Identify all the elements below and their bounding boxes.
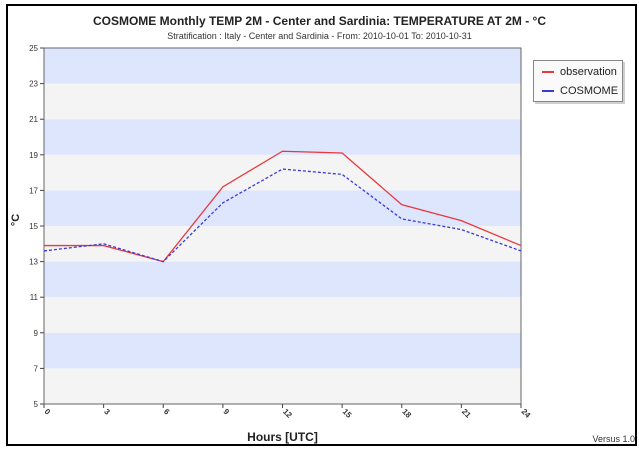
legend-label-observation: observation bbox=[560, 66, 617, 78]
grid-band bbox=[44, 368, 521, 404]
legend-swatch-cosmome bbox=[542, 90, 554, 92]
x-tick-label: 12 bbox=[281, 407, 294, 420]
y-tick-label: 25 bbox=[29, 44, 38, 53]
y-tick-label: 23 bbox=[29, 80, 38, 89]
x-tick-label: 3 bbox=[102, 407, 112, 417]
x-tick-label: 24 bbox=[520, 407, 533, 420]
x-tick-label: 15 bbox=[341, 407, 354, 420]
grid-band bbox=[44, 154, 521, 191]
legend: observation COSMOME bbox=[533, 60, 623, 102]
y-tick-label: 5 bbox=[34, 400, 39, 409]
version-label: Versus 1.0 bbox=[592, 434, 635, 444]
grid-band bbox=[44, 119, 521, 155]
grid-band bbox=[44, 261, 521, 298]
grid-band bbox=[44, 297, 521, 333]
grid-band bbox=[44, 190, 521, 226]
y-tick-label: 21 bbox=[29, 115, 38, 124]
y-tick-label: 13 bbox=[29, 258, 38, 267]
legend-item-observation: observation bbox=[534, 64, 622, 80]
x-tick-label: 6 bbox=[162, 407, 172, 417]
x-tick-label: 21 bbox=[460, 407, 473, 420]
chart-subtitle: Stratification : Italy - Center and Sard… bbox=[167, 31, 472, 41]
grid-band bbox=[44, 332, 521, 369]
y-tick-label: 7 bbox=[34, 364, 39, 373]
x-axis-label: Hours [UTC] bbox=[247, 430, 318, 444]
series-line-observation bbox=[44, 150, 522, 263]
x-tick-label: 18 bbox=[400, 407, 413, 420]
x-tick-label: 0 bbox=[43, 407, 53, 417]
y-tick-label: 11 bbox=[30, 293, 39, 302]
legend-swatch-observation bbox=[542, 71, 554, 73]
legend-label-cosmome: COSMOME bbox=[560, 85, 619, 97]
grid-band bbox=[44, 226, 521, 262]
y-axis-label: °C bbox=[10, 213, 22, 227]
y-tick-label: 9 bbox=[34, 329, 39, 338]
legend-item-cosmome: COSMOME bbox=[534, 83, 622, 99]
y-tick-label: 17 bbox=[29, 186, 38, 195]
y-tick-label: 15 bbox=[29, 222, 38, 231]
grid-band bbox=[44, 83, 521, 120]
y-tick-label: 19 bbox=[29, 151, 38, 160]
series-line-cosmome bbox=[43, 168, 522, 263]
chart-title: COSMOME Monthly TEMP 2M - Center and Sar… bbox=[92, 14, 547, 28]
grid-band bbox=[44, 48, 521, 84]
x-tick-label: 9 bbox=[221, 407, 231, 417]
